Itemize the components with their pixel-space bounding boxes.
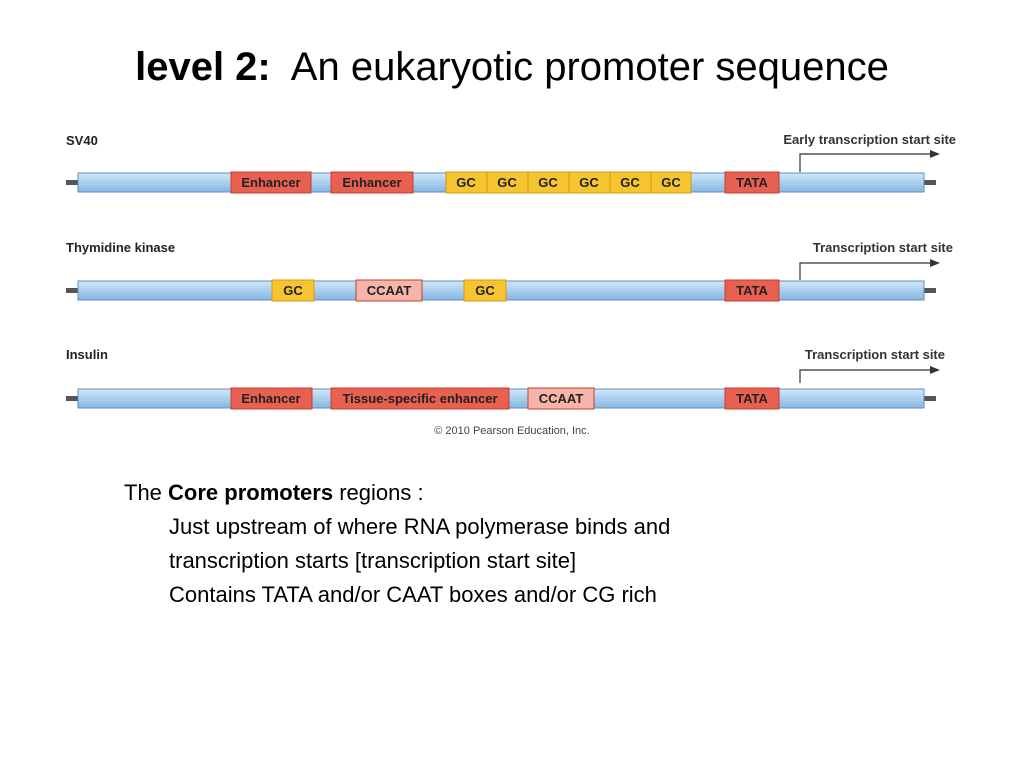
box-label: Enhancer [342,175,401,190]
body-line: transcription starts [transcription star… [169,548,577,573]
promoter-diagram-svg: SV40 Early transcription start site Enha… [66,132,956,437]
box-ccaat [355,279,423,302]
bar-end-left [66,288,78,293]
row-thymidine-kinase: Thymidine kinase Transcription start sit… [66,240,953,302]
start-arrow-line [799,369,930,383]
body-line: Just upstream of where RNA polymerase bi… [169,514,671,539]
box-enhancer [230,171,312,194]
line-prefix: The [124,480,169,505]
box-label: CCAAT [367,283,412,298]
bar-end-right [924,396,936,401]
core-promoters-line: The Core promoters regions : [124,476,924,510]
row-label: Thymidine kinase [66,240,175,255]
title-level: level 2: [135,45,271,89]
bar-end-right [924,288,936,293]
start-site-label: Transcription start site [813,240,953,255]
box-label: GC [475,283,495,298]
row-label: SV40 [66,133,98,148]
box-label: GC [579,175,599,190]
start-arrow-line [799,262,930,280]
box-label: TATA [736,283,768,298]
box-gc [463,279,507,302]
box-label: GC [538,175,558,190]
box-ccaat [527,387,595,410]
start-arrow-head-icon [930,150,940,158]
copyright-text: © 2010 Pearson Education, Inc. [434,425,589,437]
box-label: TATA [736,175,768,190]
start-arrow-head-icon [930,366,940,374]
box-gc [271,279,315,302]
slide-title: level 2: An eukaryotic promoter sequence [0,40,1024,94]
box-label: Tissue-specific enhancer [342,391,497,406]
body-text: The Core promoters regions : Just upstre… [124,476,924,612]
box-enhancer [330,171,414,194]
box-tata [724,279,780,302]
box-enhancer [230,387,313,410]
box-label: GC [620,175,640,190]
box-label: Enhancer [241,175,300,190]
start-site-label: Transcription start site [805,347,945,362]
start-arrow-line [799,153,930,172]
promoter-diagram: SV40 Early transcription start site Enha… [66,132,956,437]
row-insulin: Insulin Transcription start site Enhance… [66,347,945,410]
box-gc [650,171,692,194]
bar-end-left [66,396,78,401]
start-site-label: Early transcription start site [783,132,956,147]
bar-end-right [924,180,936,185]
box-tata [724,171,780,194]
title-text: An eukaryotic promoter sequence [290,45,889,89]
line-suffix: regions : [333,480,424,505]
box-label: GC [497,175,517,190]
box-label: GC [456,175,476,190]
box-tissue-specific-enhancer [330,387,510,410]
start-arrow-head-icon [930,259,940,267]
row-sv40: SV40 Early transcription start site Enha… [66,132,956,194]
row-label: Insulin [66,347,108,362]
box-label: CCAAT [539,391,584,406]
box-label: GC [283,283,303,298]
core-promoters-term: Core promoters [168,480,334,505]
box-label: Enhancer [241,391,300,406]
bar-end-left [66,180,78,185]
body-line: Contains TATA and/or CAAT boxes and/or C… [169,582,657,607]
box-label: TATA [736,391,768,406]
box-label: GC [661,175,681,190]
box-tata [724,387,780,410]
